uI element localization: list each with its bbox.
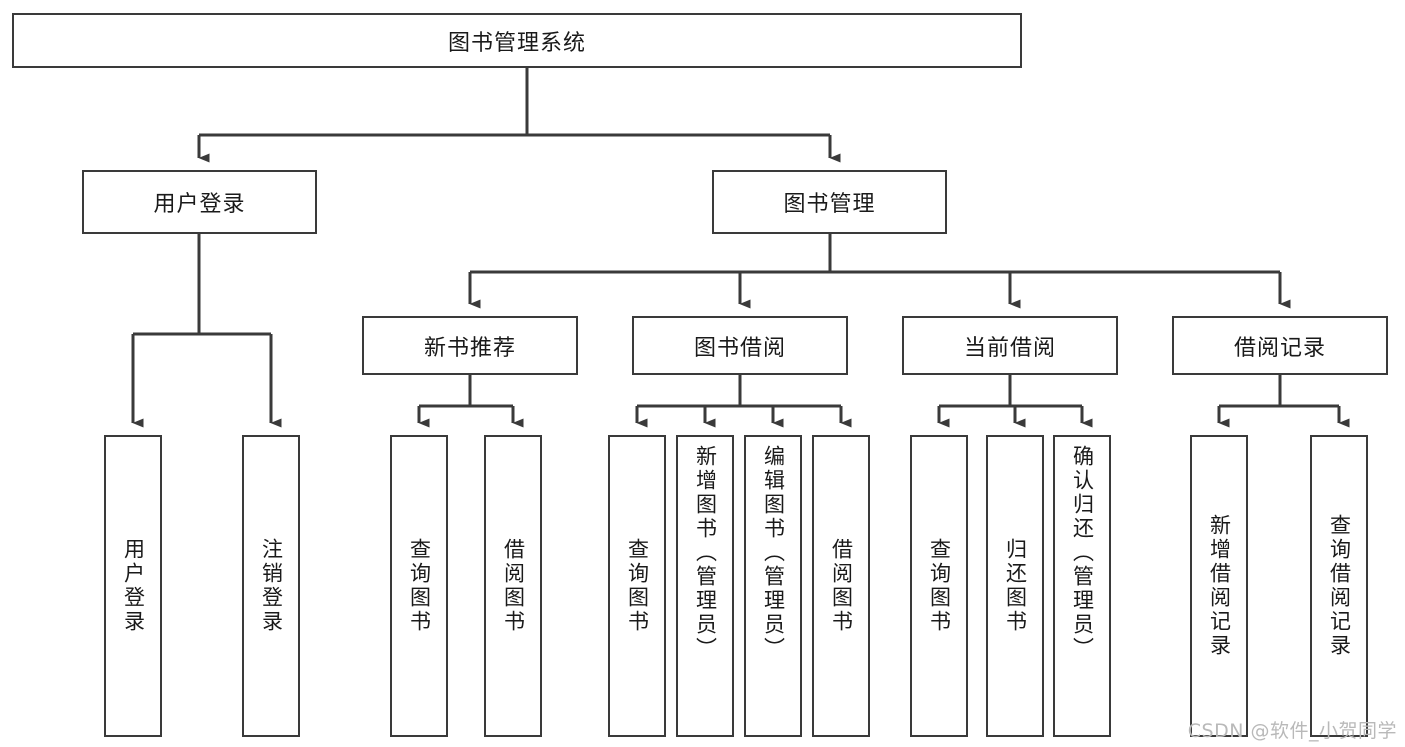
node-user-login[interactable]: 用户登录 <box>82 170 317 234</box>
node-current-borrow[interactable]: 当前借阅 <box>902 316 1118 375</box>
node-leaf-borrow-book[interactable]: 借阅图书 <box>812 435 870 737</box>
node-leaf-edit-book-admin[interactable]: 编辑图书（管理员） <box>744 435 802 737</box>
node-leaf-add-borrow-record[interactable]: 新增借阅记录 <box>1190 435 1248 737</box>
node-leaf-user-login[interactable]: 用户登录 <box>104 435 162 737</box>
node-leaf-add-book-admin[interactable]: 新增图书（管理员） <box>676 435 734 737</box>
node-book-management[interactable]: 图书管理 <box>712 170 947 234</box>
node-leaf-confirm-return-admin[interactable]: 确认归还（管理员） <box>1053 435 1111 737</box>
node-leaf-query-book-current[interactable]: 查询图书 <box>910 435 968 737</box>
node-borrow-record[interactable]: 借阅记录 <box>1172 316 1388 375</box>
node-leaf-borrow-book-newbook[interactable]: 借阅图书 <box>484 435 542 737</box>
node-leaf-query-borrow-record[interactable]: 查询借阅记录 <box>1310 435 1368 737</box>
node-leaf-user-logout[interactable]: 注销登录 <box>242 435 300 737</box>
node-leaf-query-book-newbook[interactable]: 查询图书 <box>390 435 448 737</box>
node-new-book-recommend[interactable]: 新书推荐 <box>362 316 578 375</box>
node-book-borrow[interactable]: 图书借阅 <box>632 316 848 375</box>
watermark-text: CSDN @软件_小贺同学 <box>1187 720 1397 742</box>
node-root-system-title[interactable]: 图书管理系统 <box>12 13 1022 68</box>
node-leaf-query-book-borrow[interactable]: 查询图书 <box>608 435 666 737</box>
node-leaf-return-book[interactable]: 归还图书 <box>986 435 1044 737</box>
